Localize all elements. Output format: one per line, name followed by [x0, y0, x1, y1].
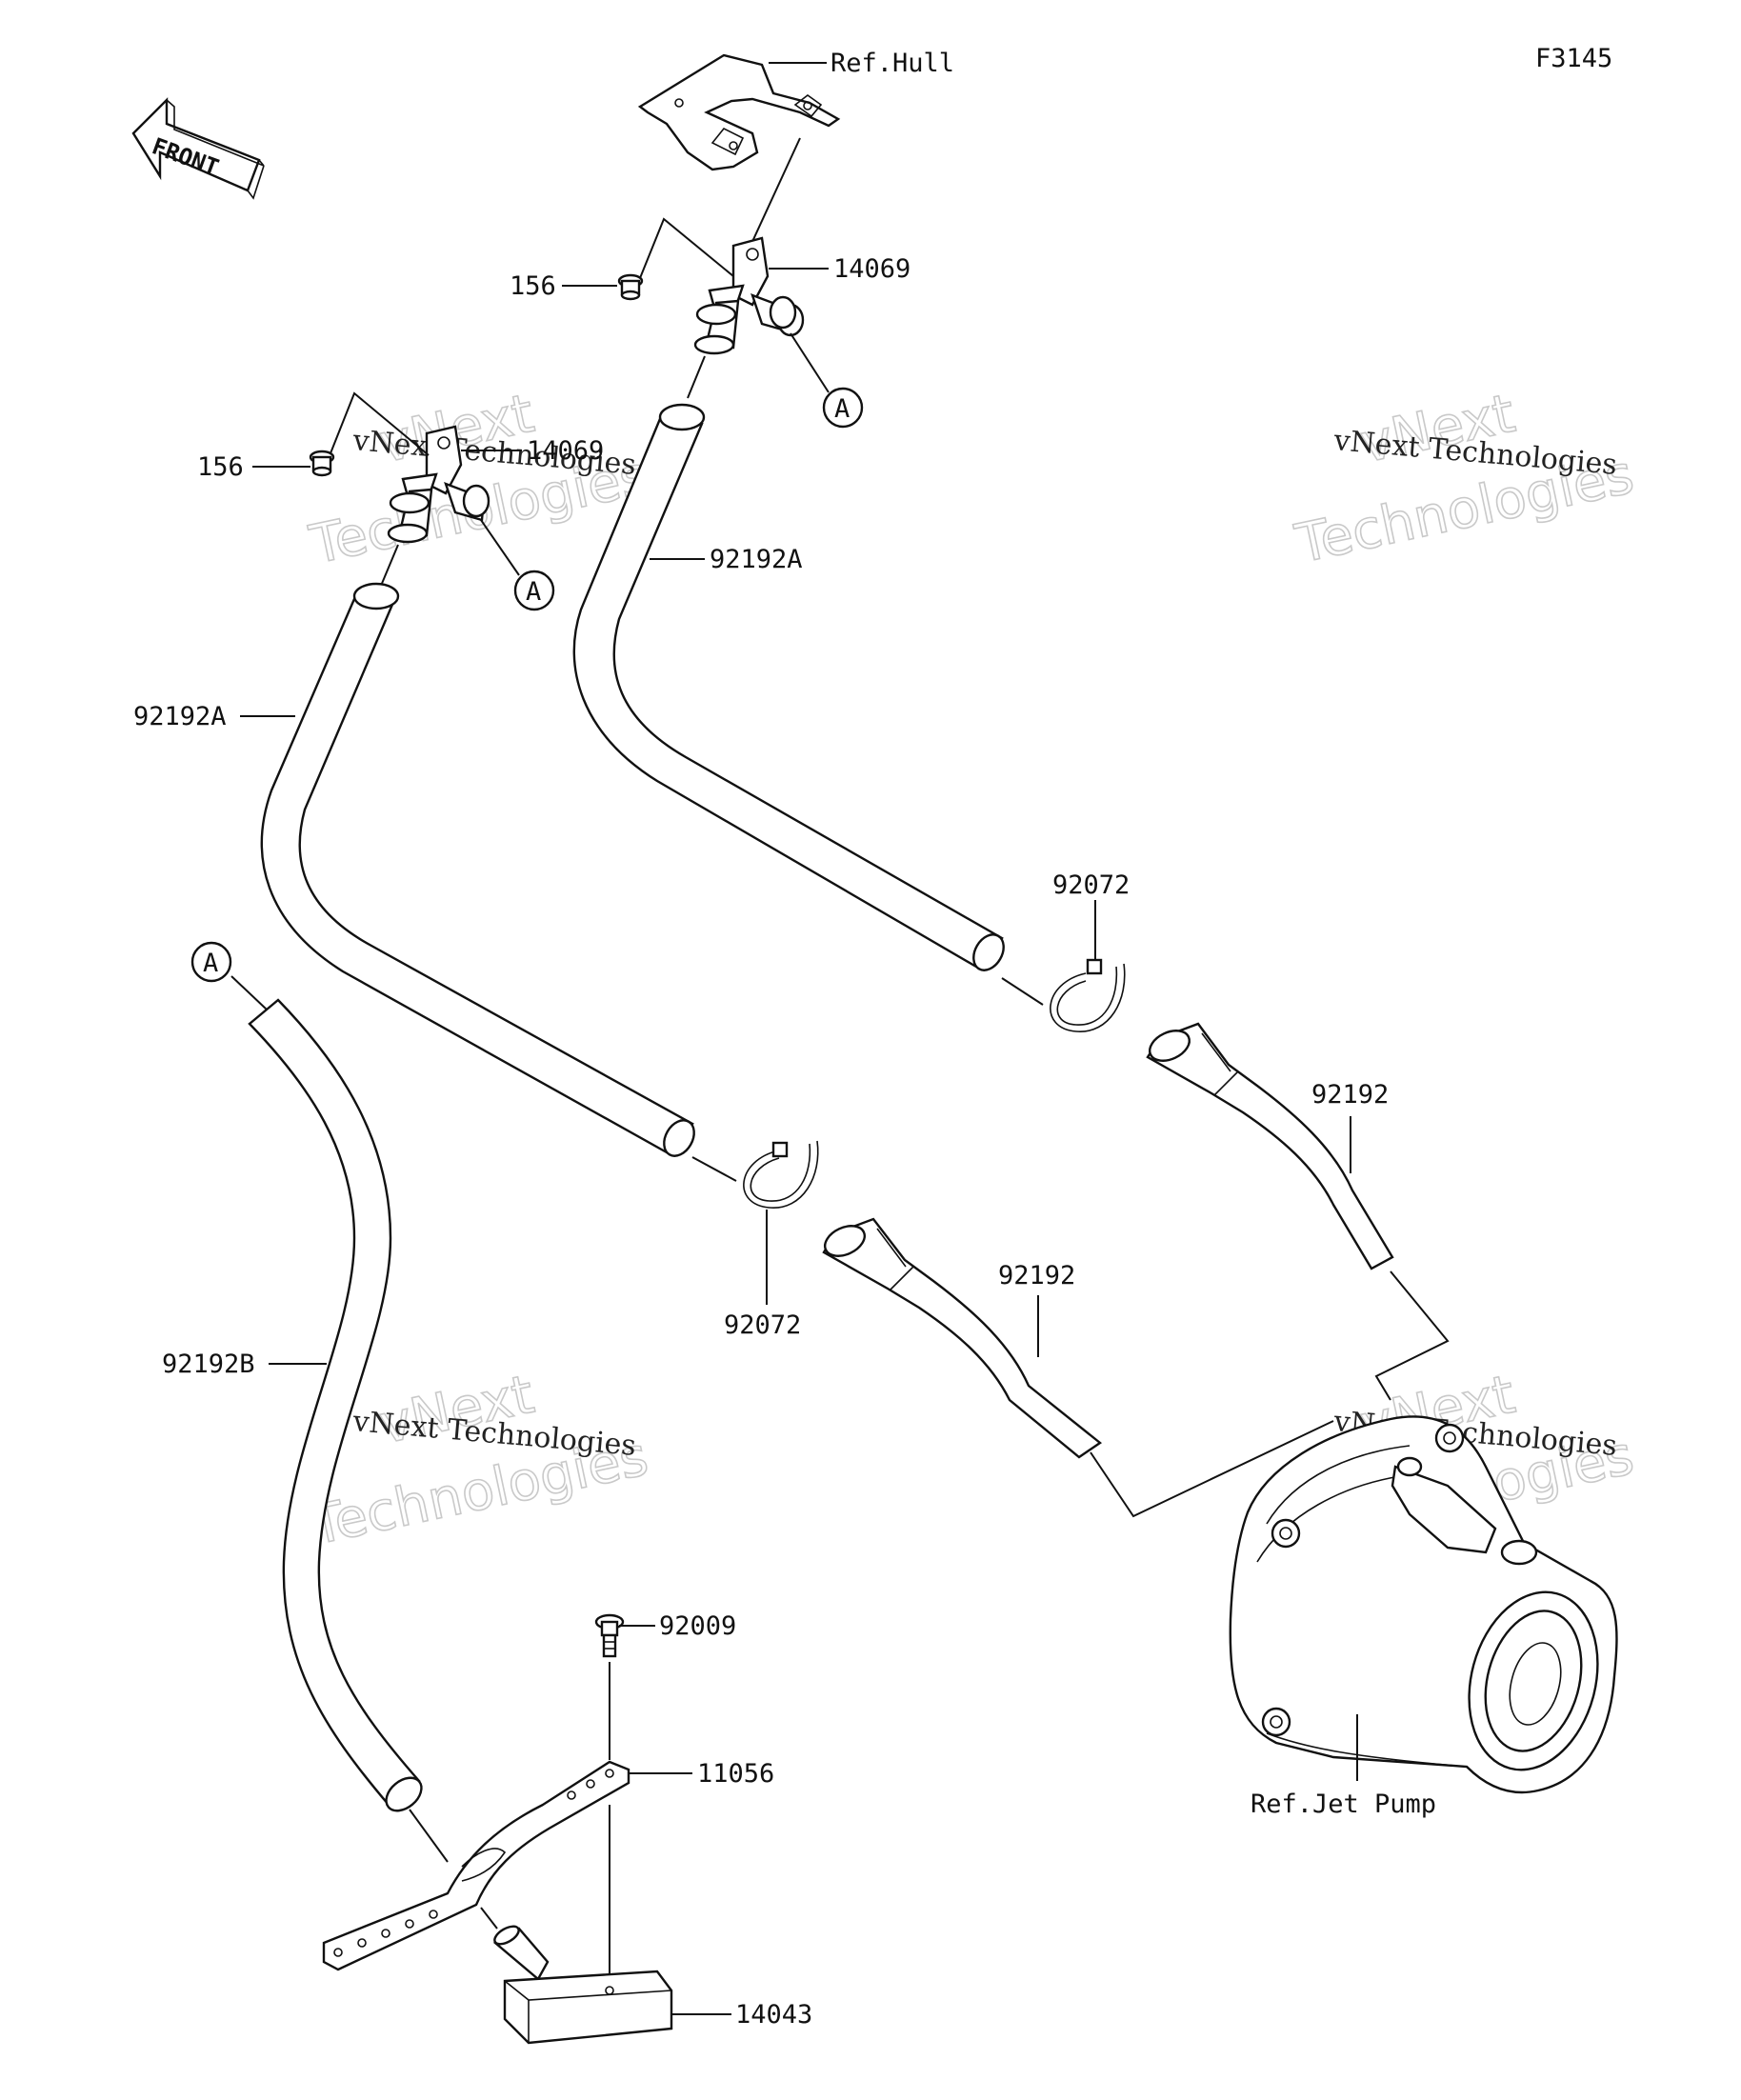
- leader-hull-to-fitting: [750, 137, 801, 247]
- leader-hose-to-bracket: [409, 1809, 449, 1863]
- leader-a-upper: [790, 332, 830, 393]
- leader-bracket-to-14043-spout: [480, 1907, 498, 1930]
- leader-a-lower: [480, 519, 520, 576]
- label-14069-upper: 14069: [833, 254, 911, 284]
- callout-a-left: [190, 941, 232, 983]
- label-92009: 92009: [659, 1611, 736, 1641]
- fitting-14069-lower: [387, 425, 490, 544]
- label-92072-lower: 92072: [724, 1310, 801, 1340]
- front-arrow-icon: FRONT: [131, 97, 265, 200]
- label-92192-lower: 92192: [998, 1261, 1075, 1290]
- hose-92192a-right: [572, 403, 1005, 971]
- leader-lower-hose-to-pump: [1090, 1420, 1334, 1518]
- leader-a-to-92192b: [230, 975, 268, 1010]
- clamp-92072-upper: [1050, 958, 1126, 1032]
- leader-hose-to-clamp-lower: [691, 1156, 737, 1182]
- callout-a-lower: [513, 570, 555, 611]
- figure-code: F3145: [1535, 44, 1612, 73]
- label-92192-upper: 92192: [1311, 1080, 1389, 1110]
- leader-fitting-to-hose-upper: [687, 355, 706, 399]
- screw-156-lower: [309, 450, 335, 477]
- label-ref-jet-pump: Ref.Jet Pump: [1251, 1790, 1436, 1819]
- label-11056: 11056: [697, 1759, 774, 1789]
- hose-92192b: [248, 998, 423, 1812]
- clamp-92072-lower: [743, 1140, 819, 1209]
- label-92192a-left: 92192A: [133, 702, 227, 731]
- jet-pump: [1229, 1415, 1618, 1794]
- leader-fitting-to-hose-lower: [380, 544, 399, 587]
- bracket-11056: [322, 1760, 630, 1971]
- label-92072-upper: 92072: [1052, 870, 1130, 900]
- callout-a-upper-letter: A: [834, 394, 850, 424]
- watermark-1: vNext Technologies vNext Technologies: [304, 382, 654, 577]
- callout-a-upper: [822, 387, 864, 429]
- part-14043: [492, 1925, 673, 2045]
- label-14043: 14043: [735, 2000, 812, 2030]
- hull-bracket: [637, 53, 841, 171]
- screw-156-upper: [617, 273, 644, 301]
- label-156-lower: 156: [197, 452, 244, 482]
- label-156-upper: 156: [510, 271, 556, 301]
- hose-92192-upper: [1146, 1022, 1394, 1270]
- watermark-2: vNext Technologies vNext Technologies: [1290, 382, 1640, 576]
- fitting-14069-upper: [693, 236, 805, 355]
- callout-a-left-letter: A: [203, 949, 218, 978]
- label-92192a-right: 92192A: [710, 545, 803, 574]
- callout-a-lower-letter: A: [526, 577, 541, 607]
- leader-hose-to-clamp-upper: [1001, 977, 1044, 1006]
- label-14069-lower: 14069: [527, 436, 604, 466]
- leader-156-lower: [330, 391, 430, 456]
- label-92192b: 92192B: [162, 1350, 255, 1379]
- screw-92009: [594, 1613, 625, 1658]
- hose-92192a-left: [260, 582, 695, 1157]
- leader-upper-hose-to-pump: [1374, 1270, 1450, 1401]
- label-ref-hull: Ref.Hull: [830, 49, 954, 78]
- hose-92192-lower: [822, 1217, 1103, 1459]
- leader-156-upper: [639, 217, 734, 279]
